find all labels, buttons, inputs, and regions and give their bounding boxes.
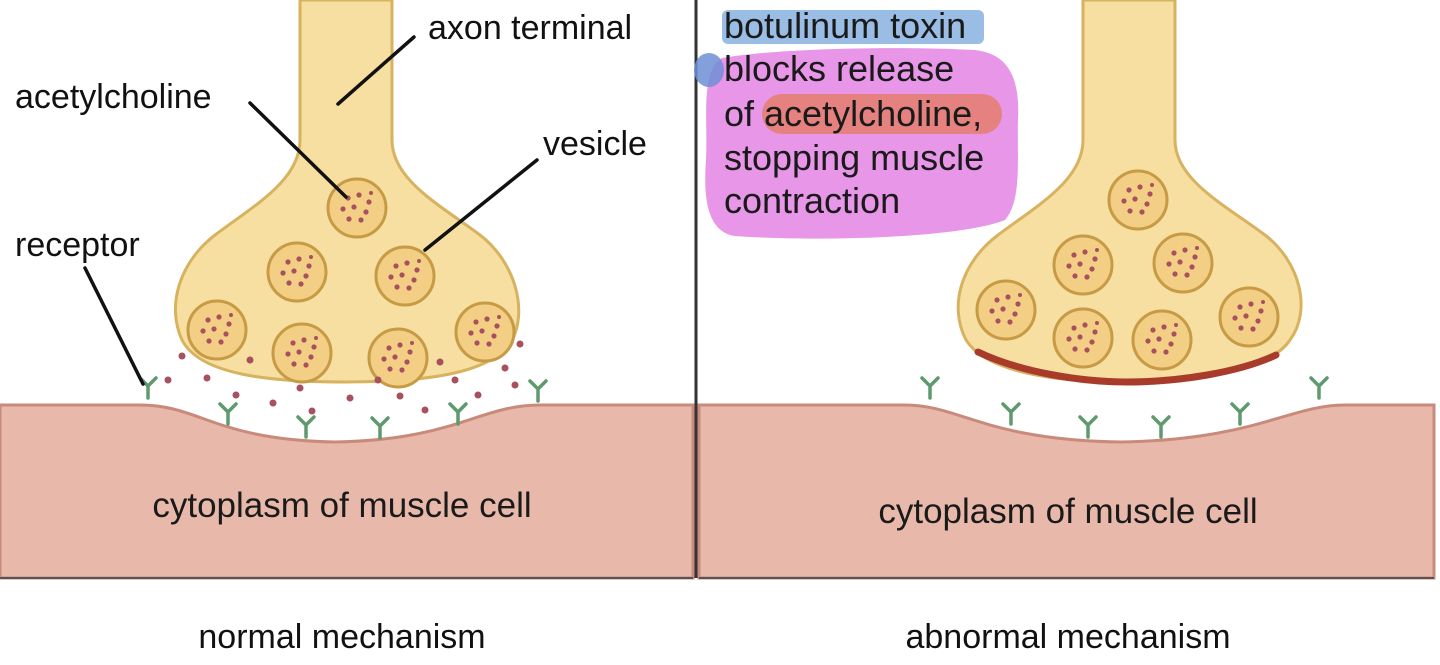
normal-panel: axon terminal acetylcholine vesicle rece…	[0, 0, 695, 656]
vesicle	[1107, 169, 1169, 231]
vesicle	[1052, 234, 1114, 296]
muscle-cell-left	[0, 403, 695, 580]
leader-axon-terminal	[336, 35, 416, 106]
released-acetylcholine	[164, 340, 524, 415]
annotation-line-3-prefix: of	[724, 93, 764, 134]
annotation-line-3-highlight: acetylcholine,	[764, 93, 982, 134]
vesicle	[454, 301, 516, 363]
highlight-salmon	[762, 94, 1002, 134]
caption-abnormal: abnormal mechanism	[905, 618, 1230, 656]
leader-lines-left	[83, 35, 539, 386]
leader-acetylcholine	[248, 101, 348, 199]
annotation-line-3: of acetylcholine,	[724, 93, 982, 134]
leader-vesicle	[423, 158, 539, 252]
vesicle	[1131, 309, 1193, 371]
annotation-line-2: blocks release	[724, 48, 954, 89]
label-acetylcholine: acetylcholine	[15, 78, 212, 116]
leader-receptor	[83, 266, 145, 386]
muscle-cell-right	[697, 403, 1436, 580]
vesicle	[271, 322, 333, 384]
vesicle	[975, 279, 1037, 341]
highlight-blue	[722, 10, 984, 44]
label-vesicle: vesicle	[543, 125, 647, 163]
annotation-line-4: stopping muscle	[724, 137, 984, 178]
vesicle	[374, 245, 436, 307]
cytoplasm-label-right: cytoplasm of muscle cell	[878, 492, 1257, 531]
vesicle	[1218, 286, 1280, 348]
vesicle	[1152, 232, 1214, 294]
highlight-blue-dot	[694, 53, 724, 87]
label-receptor: receptor	[15, 226, 140, 264]
toxin-block-band	[974, 348, 1280, 386]
caption-normal: normal mechanism	[198, 618, 485, 656]
cytoplasm-label-left: cytoplasm of muscle cell	[152, 486, 531, 525]
abnormal-panel: botulinum toxin blocks release of acetyl…	[694, 0, 1436, 656]
toxin-annotation: botulinum toxin blocks release of acetyl…	[724, 5, 984, 221]
annotation-line-1: botulinum toxin	[724, 5, 966, 46]
vesicle	[266, 241, 328, 303]
label-axon-terminal: axon terminal	[428, 9, 632, 47]
annotation-line-5: contraction	[724, 180, 900, 221]
vesicle	[186, 299, 248, 361]
vesicle	[1052, 307, 1114, 369]
